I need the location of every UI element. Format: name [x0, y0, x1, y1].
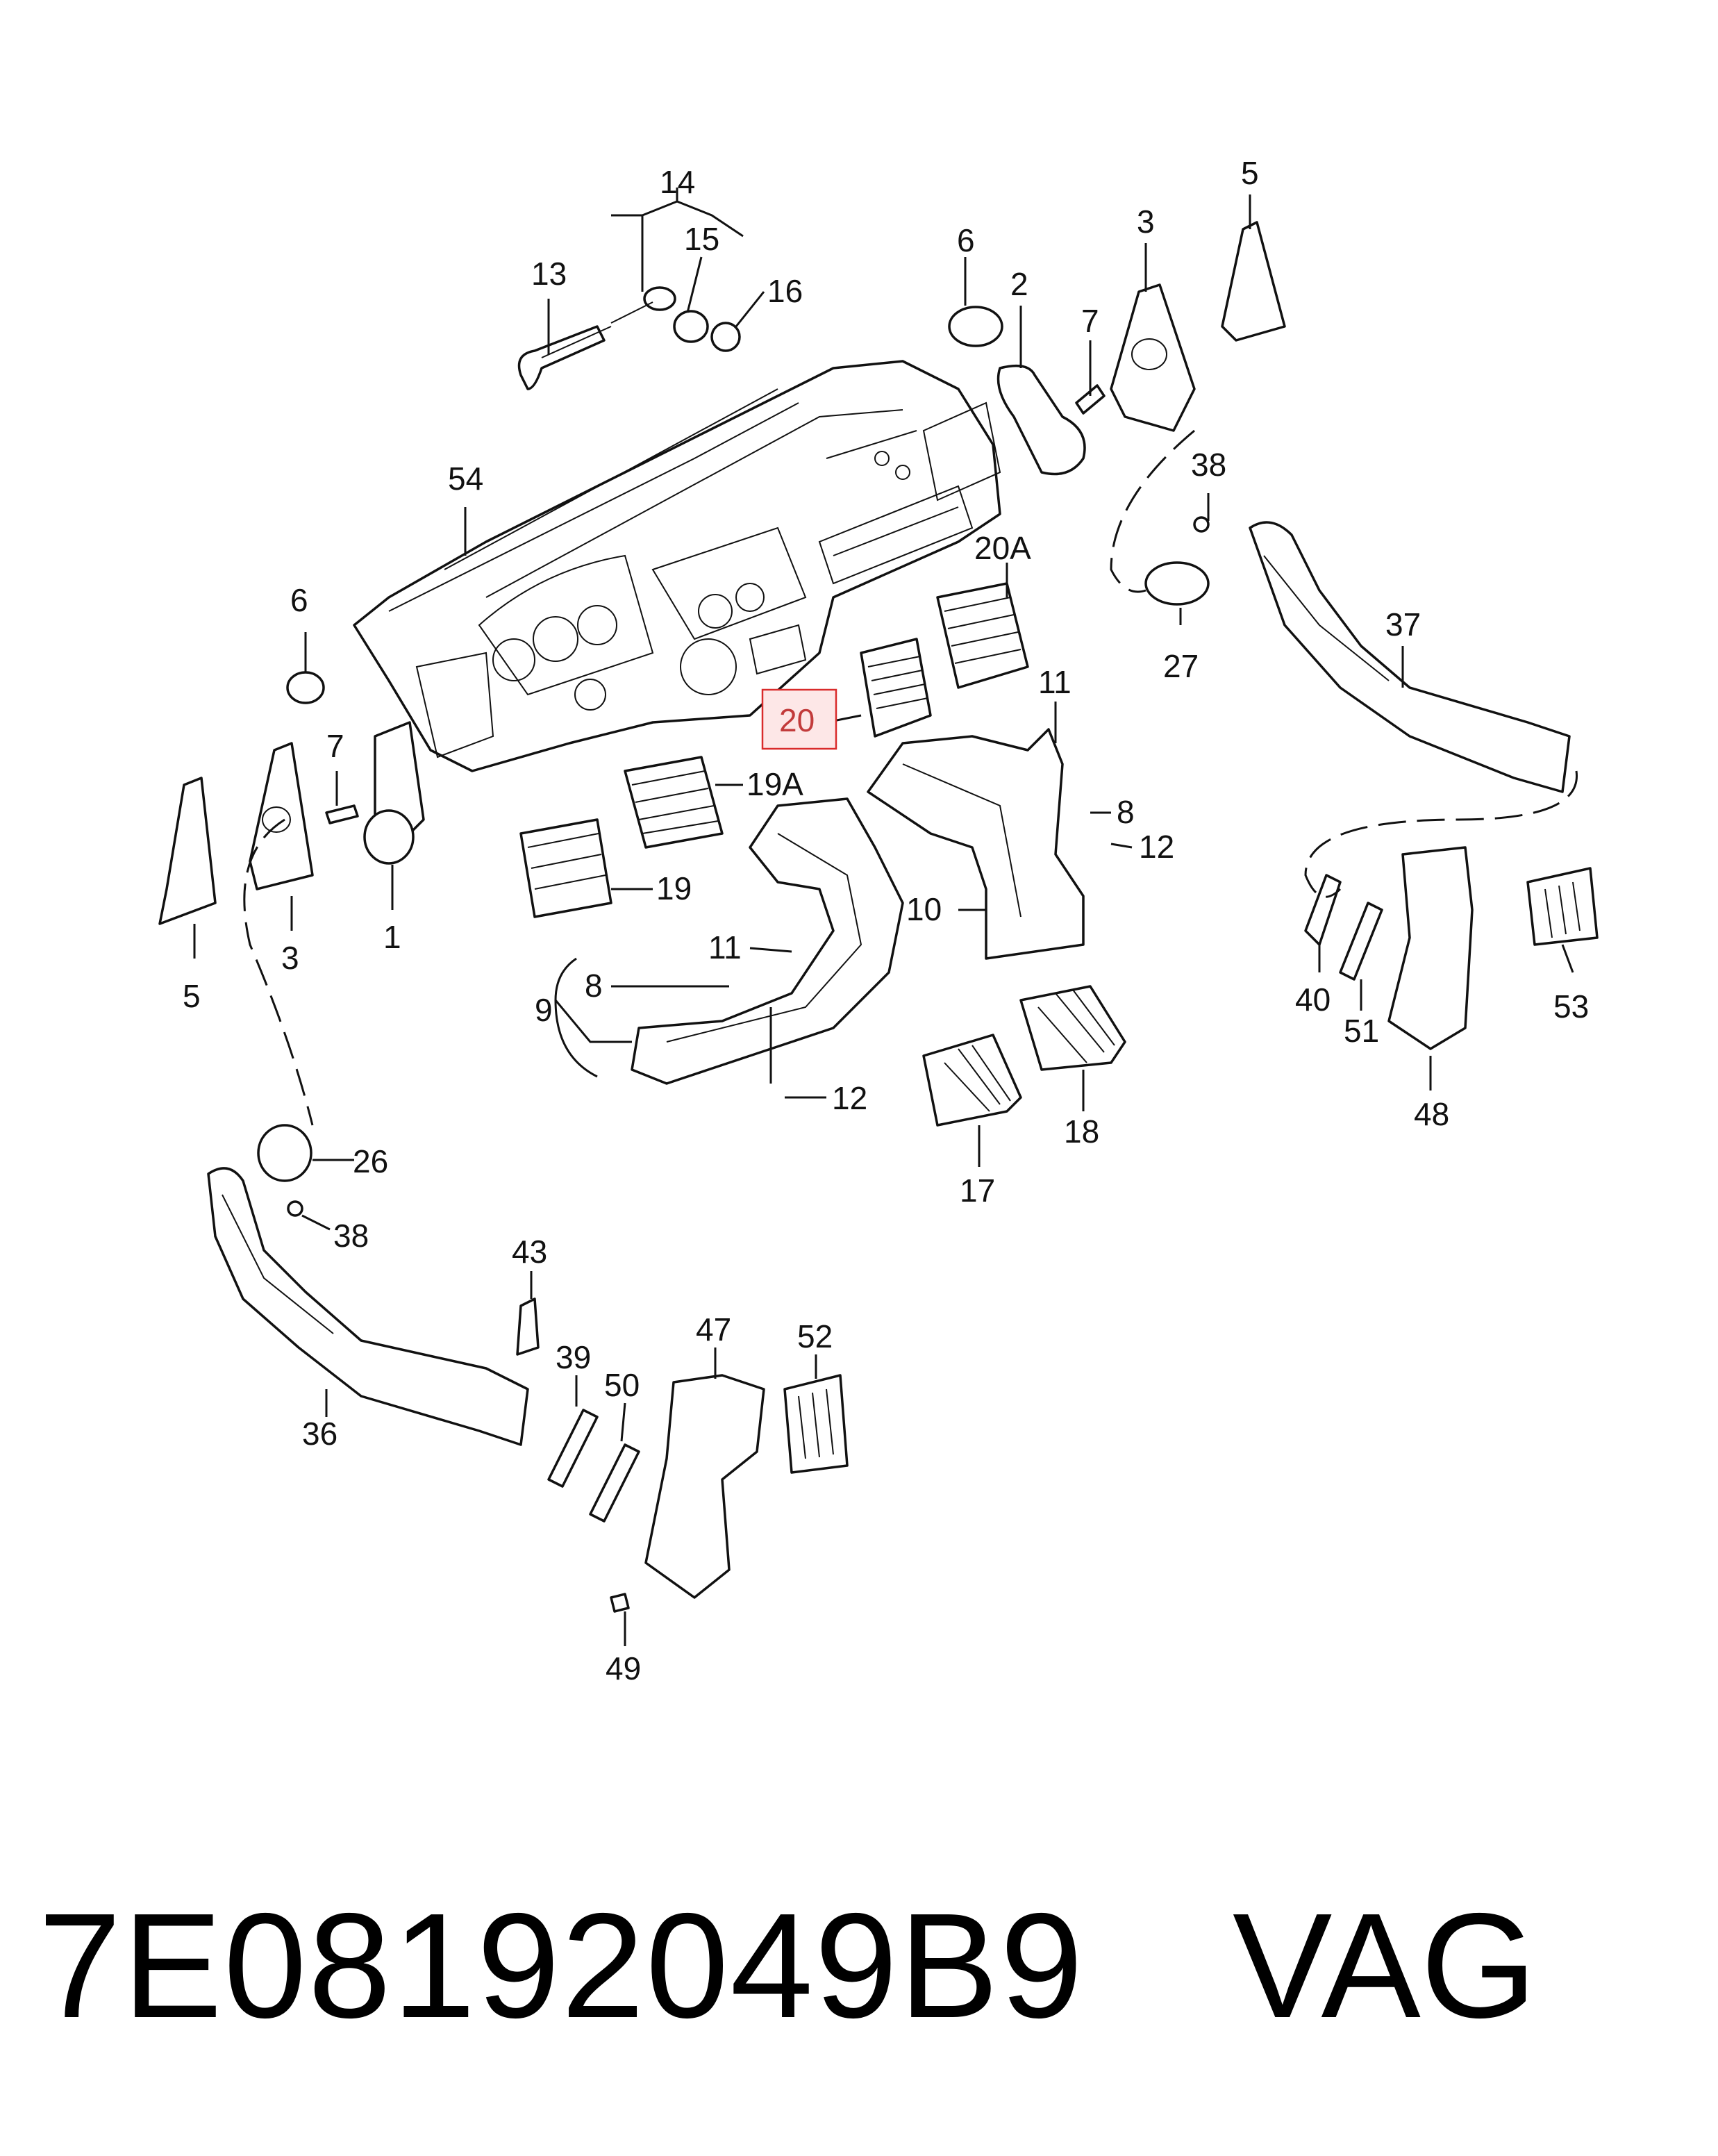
duct-10 — [867, 728, 1085, 960]
callout-3-left: 3 — [281, 940, 299, 976]
callout-19: 19 — [656, 870, 692, 906]
callout-49: 49 — [606, 1650, 641, 1686]
callout-52: 52 — [797, 1318, 833, 1354]
connector-left — [243, 818, 314, 1126]
right-upper-parts — [948, 221, 1286, 476]
callout-labels: 14 15 16 13 6 2 7 3 5 54 38 20A 37 27 6 … — [183, 155, 1589, 1686]
callout-47: 47 — [696, 1311, 731, 1348]
callout-13: 13 — [531, 256, 567, 292]
callout-36: 36 — [302, 1416, 337, 1452]
callout-27: 27 — [1163, 648, 1199, 684]
callout-53: 53 — [1553, 988, 1589, 1025]
callout-14: 14 — [660, 164, 695, 200]
callout-3-top: 3 — [1137, 204, 1155, 240]
callout-50: 50 — [604, 1367, 640, 1403]
callout-5-top: 5 — [1241, 155, 1259, 191]
callout-19A: 19A — [747, 766, 803, 802]
callout-26: 26 — [353, 1143, 388, 1179]
left-duct-36 — [207, 1124, 529, 1446]
callout-8-center: 8 — [585, 968, 603, 1004]
callout-8-right: 8 — [1117, 794, 1135, 830]
vent-19 — [519, 818, 612, 918]
callout-15: 15 — [684, 221, 719, 257]
cable-assembly — [517, 286, 741, 390]
footer: 7E08192049B9 VAG — [38, 1861, 1705, 2070]
callout-7-left: 7 — [326, 728, 344, 764]
vent-18 — [1019, 985, 1126, 1071]
callout-20A: 20A — [974, 530, 1031, 566]
callout-7-top: 7 — [1081, 303, 1099, 339]
brand-label: VAG — [1233, 1882, 1537, 2049]
callout-1: 1 — [383, 919, 401, 955]
callout-12-center: 12 — [832, 1080, 867, 1116]
callout-18: 18 — [1064, 1113, 1099, 1150]
callout-51: 51 — [1344, 1013, 1379, 1049]
part-number: 7E08192049B9 — [38, 1882, 1085, 2049]
callout-10: 10 — [906, 891, 942, 927]
callout-43: 43 — [512, 1234, 547, 1270]
left-upper-parts — [158, 671, 425, 925]
dashboard-illustration — [353, 360, 1001, 772]
right-lower-parts — [1304, 846, 1599, 1050]
bottom-center-parts — [516, 1297, 849, 1613]
connector-right-upper — [1110, 429, 1195, 593]
callout-6-top: 6 — [957, 222, 975, 258]
vent-17 — [922, 1034, 1022, 1127]
callout-11-center: 11 — [708, 929, 742, 965]
callout-9: 9 — [535, 992, 553, 1028]
callout-5-left: 5 — [183, 978, 201, 1014]
callout-16: 16 — [767, 273, 803, 309]
callout-20-highlighted[interactable]: 20 — [779, 702, 815, 738]
callout-38-top: 38 — [1191, 447, 1226, 483]
callout-11-top: 11 — [1038, 664, 1071, 700]
callout-40: 40 — [1295, 981, 1331, 1018]
callout-54: 54 — [448, 461, 483, 497]
vent-20 — [860, 638, 932, 738]
callout-39: 39 — [556, 1339, 591, 1375]
leader-lines — [193, 188, 1574, 1646]
callout-48: 48 — [1414, 1096, 1449, 1132]
callout-38-left: 38 — [333, 1218, 369, 1254]
callout-17: 17 — [960, 1172, 995, 1209]
callout-2: 2 — [1010, 266, 1028, 302]
callout-6-left: 6 — [290, 582, 308, 618]
callout-37: 37 — [1385, 606, 1421, 642]
callout-12-right: 12 — [1139, 829, 1174, 865]
highlight-box — [761, 688, 837, 750]
right-duct-37 — [1144, 516, 1571, 793]
duct-9 — [631, 797, 904, 1085]
vent-19A — [624, 756, 724, 849]
connector-right-lower — [1304, 770, 1578, 898]
vent-20A — [936, 582, 1029, 689]
